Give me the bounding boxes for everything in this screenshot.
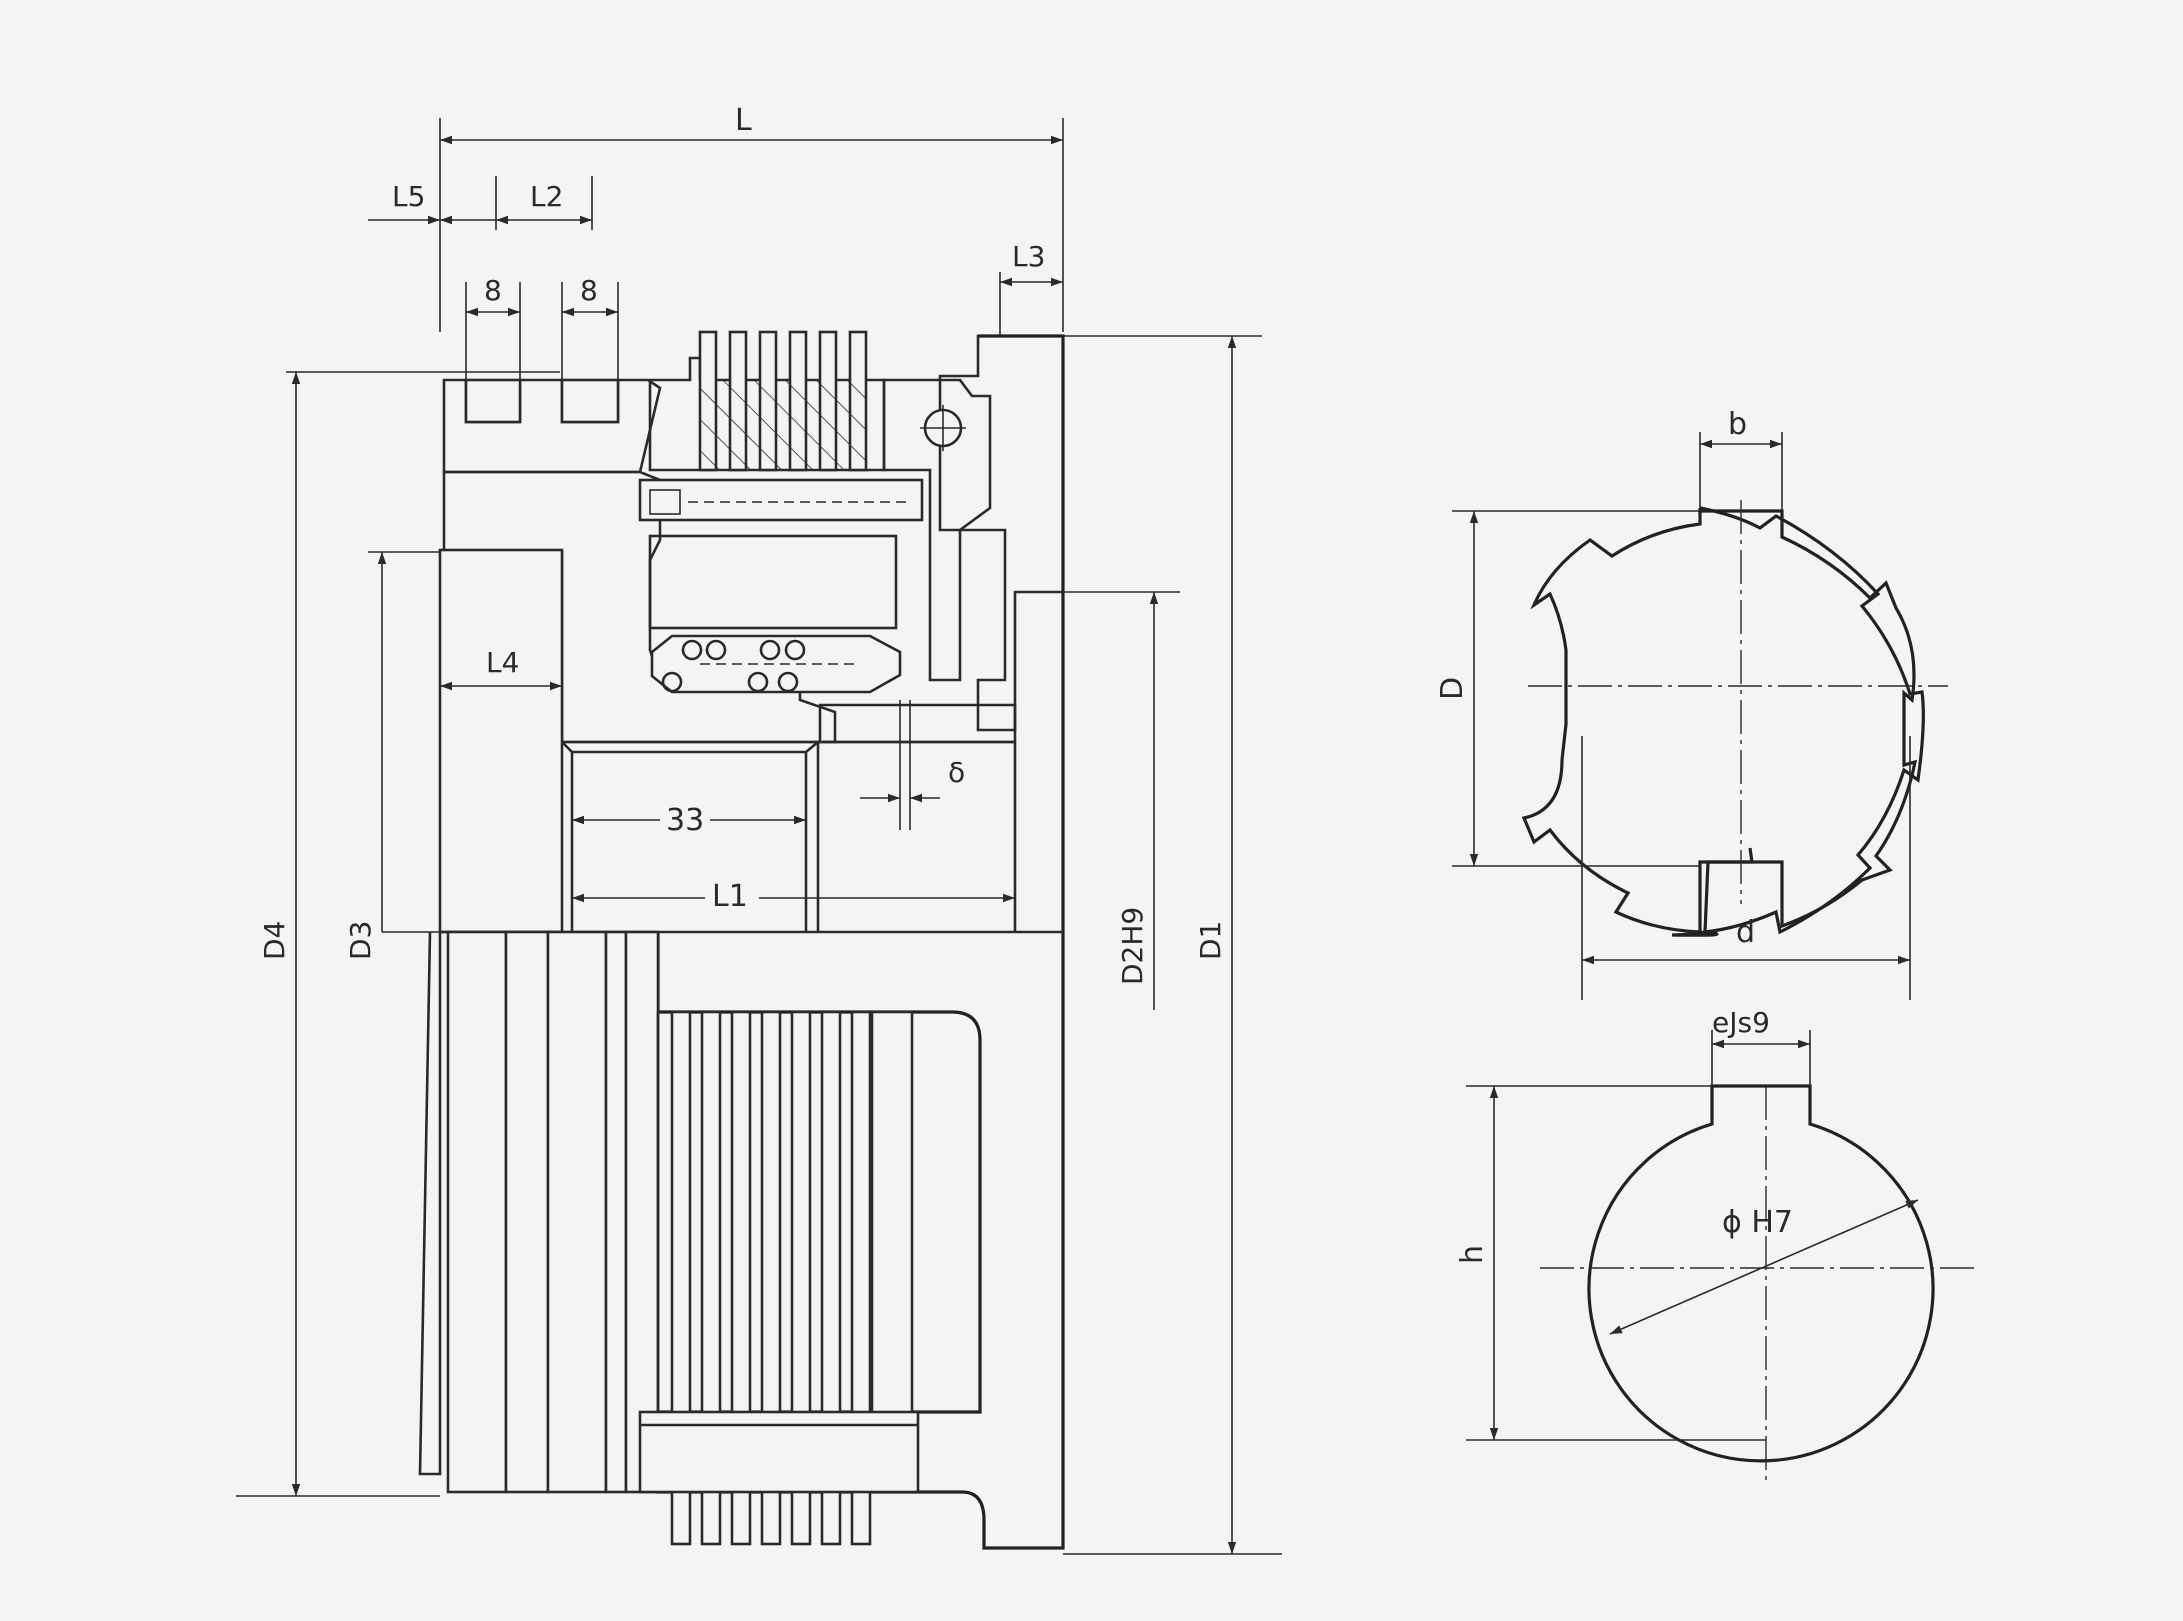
coil-guide-sleeve: [638, 478, 924, 522]
dim-D1-label: D1: [1194, 921, 1227, 960]
seal-groove-right: [560, 378, 620, 424]
bore-outline: [561, 741, 574, 932]
flange-left-4: [546, 930, 608, 1494]
friction-plates-section: [698, 330, 868, 472]
coil-winding: [648, 534, 898, 630]
keyed-circle-outline: [1587, 1084, 1935, 1463]
flange-left-2: [446, 930, 508, 1494]
dim-8-right-label: 8: [580, 274, 598, 307]
dim-33-label: 33: [666, 803, 704, 838]
flange-left-1: [418, 931, 442, 1476]
coil-guide-inner: [649, 489, 681, 515]
dim-L5-label: L5: [392, 180, 425, 213]
spline-outline: [1521, 509, 1918, 934]
spline-d-label: d: [1736, 915, 1755, 950]
flange-left-3: [504, 930, 550, 1494]
dim-L4-label: L4: [486, 646, 519, 679]
magnet-body-section: [882, 378, 992, 682]
keyway-section-view: ϕ H7 eJs9 h: [1455, 1006, 1980, 1484]
plate-stack-outer: [638, 1010, 920, 1546]
dim-L1-label: L1: [712, 879, 748, 914]
seal-groove-left: [464, 378, 522, 424]
sleeve-body: [438, 548, 564, 934]
key-h-label: h: [1455, 1245, 1490, 1264]
brush-bearing: [920, 405, 966, 451]
dim-D2H9-label: D2H9: [1116, 907, 1149, 985]
ball-spring-channel: [650, 634, 902, 694]
flange-left-6: [624, 930, 660, 1494]
spline-D-label: D: [1435, 677, 1470, 700]
dim-D3-label: D3: [344, 921, 377, 960]
outer-housing-section: [938, 334, 1065, 732]
spline-b-label: b: [1728, 407, 1747, 442]
flange-left-5: [604, 930, 628, 1494]
end-cap-section: [818, 703, 1017, 744]
dim-L-label: L: [735, 103, 752, 138]
dim-D4-label: D4: [258, 921, 291, 960]
bore-label: ϕ H7: [1722, 1205, 1793, 1240]
key-width-label: eJs9: [1712, 1006, 1770, 1039]
section-view: [438, 330, 1065, 934]
dim-8-left-label: 8: [484, 274, 502, 307]
dimensions-main: L L5 L2 8 8 L3 L4 33 δ: [236, 103, 1282, 1555]
spline-section-view: b D d: [1435, 407, 1948, 1000]
dim-L3-label: L3: [1012, 240, 1045, 273]
dim-L2-label: L2: [530, 180, 563, 213]
outer-view: [418, 334, 1065, 1550]
dim-delta-label: δ: [948, 756, 965, 789]
